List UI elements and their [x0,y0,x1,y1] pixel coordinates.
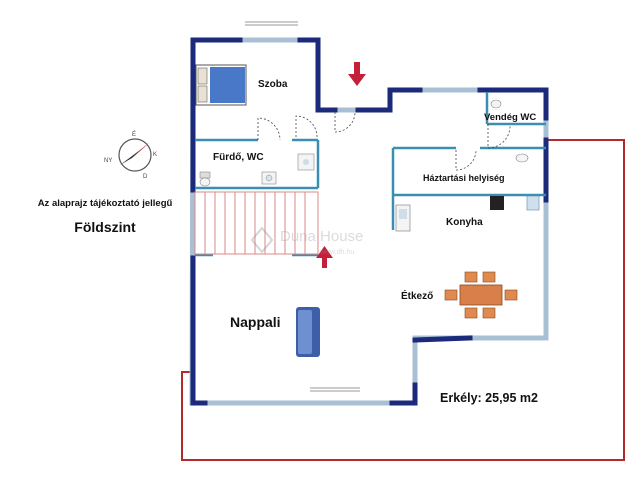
compass-south: D [143,174,148,180]
toilet-icon [199,171,211,187]
compass-north: É [132,131,136,138]
disclaimer-text: Az alaprajz tájékoztató jellegű [37,198,173,209]
room-label-furdo: Fürdő, WC [213,152,264,163]
compass-west: NY [104,158,112,164]
stairs [194,191,319,255]
dining-table-icon [444,271,518,319]
room-label-konyha: Konyha [446,217,483,228]
kitchen-sink-icon [395,204,411,232]
room-label-szoba: Szoba [258,79,288,90]
room-label-nappali: Nappali [230,314,281,330]
door-swings [257,111,511,171]
stairs-arrow-icon [316,246,333,268]
watermark-brand: Duna House [280,228,363,245]
bed-icon [195,64,247,106]
watermark-site: www.dh.hu [319,249,354,256]
window-marks [245,21,360,392]
level-label: Földszint [74,219,136,235]
room-label-vendeg-wc: Vendég WC [484,112,536,123]
watermark: Duna House www.dh.hu [250,226,363,256]
exterior-walls [189,37,549,406]
balcony-outline [181,139,625,461]
balcony-label: Erkély: 25,95 m2 [440,391,538,405]
interior-walls [195,92,546,257]
room-label-etkezo: Étkező [401,289,433,302]
compass-east: K [153,152,157,158]
shower-icon [297,153,315,171]
guest-toilet-icon [490,99,529,163]
sofa-icon [296,307,320,357]
sink-icon [261,171,277,185]
room-label-haztartasi: Háztartási helyiség [423,173,505,183]
fridge-icon [526,195,540,211]
entry-arrow-icon [348,62,366,86]
stove-icon [490,196,504,210]
compass-icon: É K D NY [104,131,157,180]
